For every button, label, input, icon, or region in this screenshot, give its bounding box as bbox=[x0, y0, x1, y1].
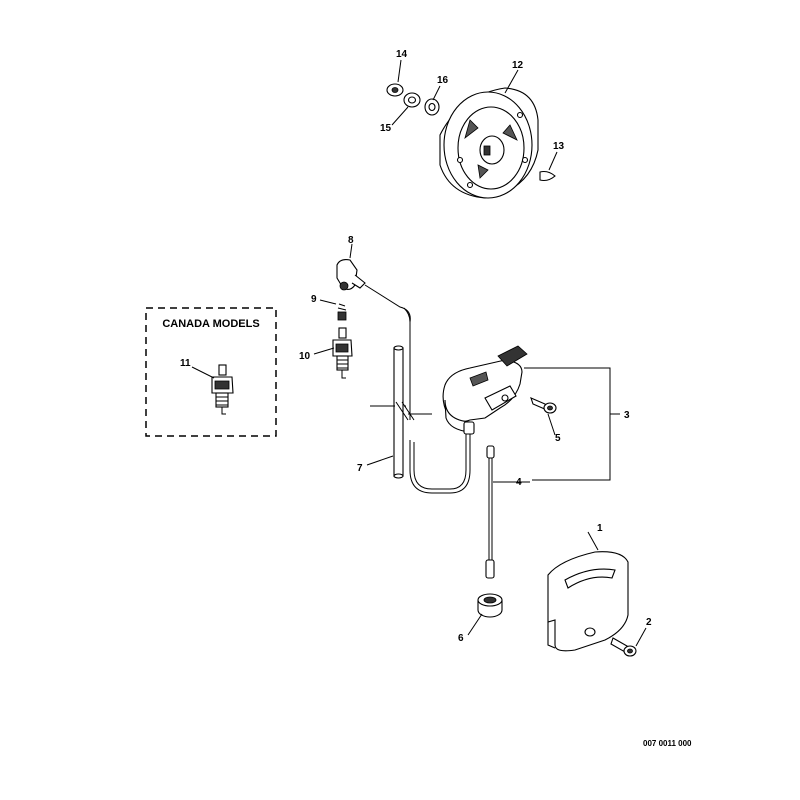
module-screw bbox=[530, 397, 557, 414]
spark-plug-boot bbox=[336, 259, 366, 291]
callout-labels: 1 2 3 4 5 6 7 8 9 10 11 12 13 14 15 16 bbox=[180, 49, 652, 644]
flywheel bbox=[439, 87, 539, 199]
leader-lines bbox=[191, 59, 647, 647]
callout-8: 8 bbox=[348, 235, 354, 246]
spark-plug-10 bbox=[332, 327, 353, 379]
callout-11: 11 bbox=[180, 358, 191, 369]
callout-13: 13 bbox=[553, 141, 565, 152]
cover-screw bbox=[610, 637, 637, 657]
canada-models-box: CANADA MODELS bbox=[145, 307, 277, 437]
callout-3: 3 bbox=[624, 410, 630, 421]
module-cover bbox=[547, 551, 629, 652]
callout-10: 10 bbox=[299, 351, 311, 362]
callout-6: 6 bbox=[458, 633, 464, 644]
callout-14: 14 bbox=[396, 49, 408, 60]
callout-12: 12 bbox=[512, 60, 524, 71]
flywheel-nut bbox=[386, 83, 404, 97]
callout-9: 9 bbox=[311, 294, 317, 305]
ground-wire bbox=[485, 445, 495, 579]
washer-15 bbox=[403, 92, 421, 108]
grommet bbox=[477, 593, 503, 618]
canada-models-title: CANADA MODELS bbox=[162, 318, 259, 330]
flywheel-key bbox=[539, 170, 556, 182]
spark-plug-11 bbox=[211, 364, 234, 415]
terminal-spring bbox=[337, 303, 347, 321]
callout-5: 5 bbox=[555, 433, 561, 444]
wire-sleeve bbox=[393, 345, 404, 479]
high-tension-lead bbox=[364, 284, 471, 494]
washer-16 bbox=[424, 98, 440, 116]
callout-16: 16 bbox=[437, 75, 449, 86]
callout-1: 1 bbox=[597, 523, 603, 534]
ignition-module bbox=[442, 345, 528, 435]
drawing-code: 007 0011 000 bbox=[643, 739, 692, 748]
callout-7: 7 bbox=[357, 463, 363, 474]
callout-2: 2 bbox=[646, 617, 652, 628]
callout-4: 4 bbox=[516, 477, 522, 488]
callout-15: 15 bbox=[380, 123, 392, 134]
